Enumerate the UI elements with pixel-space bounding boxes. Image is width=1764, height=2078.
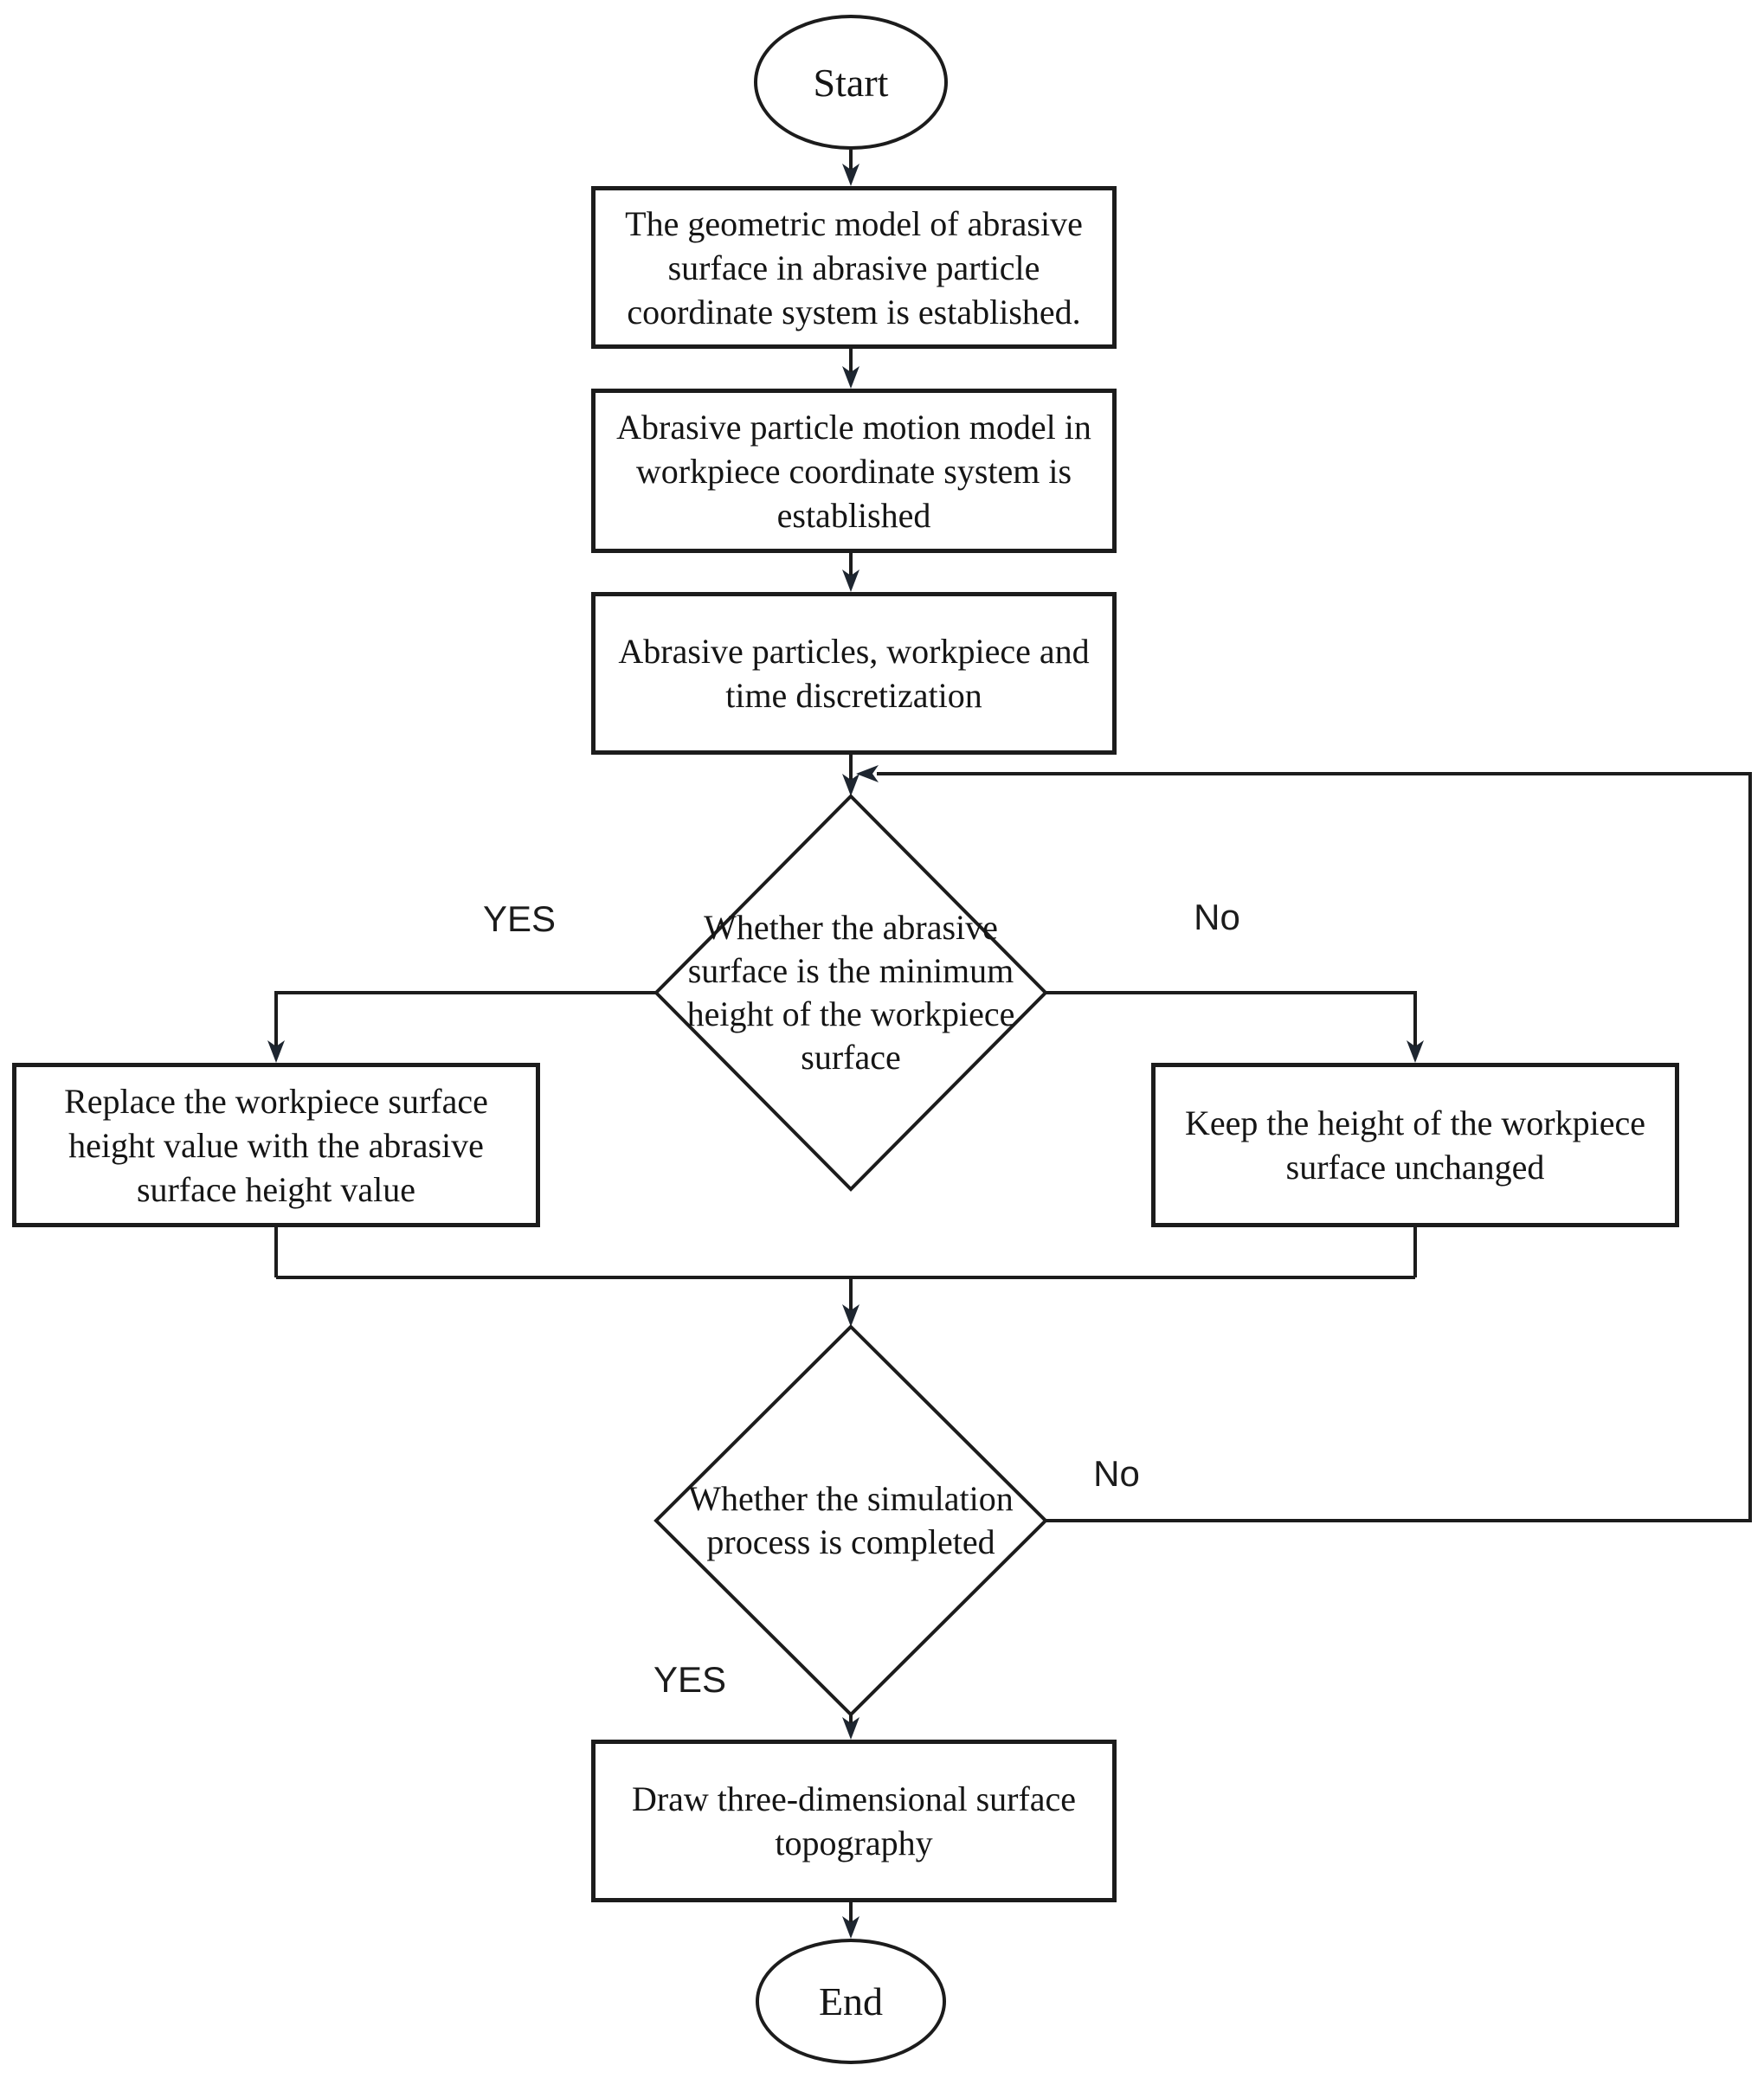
end-terminator: End <box>756 1939 946 2064</box>
connector-decision1-yes <box>274 991 656 1046</box>
process-keep-height-text: Keep the height of the workpiece surface… <box>1184 1103 1645 1187</box>
connector-decision1-no <box>1046 991 1417 1046</box>
end-label: End <box>818 1979 884 2023</box>
process-geometric-model: The geometric model of abrasive surface … <box>591 186 1117 349</box>
process-draw-topography: Draw three-dimensional surface topograph… <box>591 1740 1117 1902</box>
arrowhead-into-end <box>842 1916 859 1939</box>
process-motion-model-text: Abrasive particle motion model in workpi… <box>616 407 1091 535</box>
decision1-yes-label: YES <box>482 898 557 939</box>
start-terminator: Start <box>754 15 948 150</box>
arrowhead-into-keep <box>1407 1040 1424 1063</box>
process-discretization-text: Abrasive particles, workpiece and time d… <box>618 632 1090 715</box>
process-replace-height: Replace the workpiece surface height val… <box>12 1063 540 1227</box>
arrowhead-into-decision2 <box>842 1304 859 1327</box>
arrowhead-into-geometric <box>842 164 859 186</box>
arrowhead-into-replace <box>267 1040 285 1063</box>
process-keep-height: Keep the height of the workpiece surface… <box>1151 1063 1679 1227</box>
arrowhead-into-draw <box>842 1717 859 1740</box>
decision2-yes-label: YES <box>653 1659 727 1700</box>
decision2-text: Whether the simulation process is comple… <box>688 1479 1014 1561</box>
arrowhead-into-motion <box>842 366 859 389</box>
decision1-no-label: No <box>1194 897 1240 937</box>
process-discretization: Abrasive particles, workpiece and time d… <box>591 592 1117 755</box>
start-label: Start <box>813 60 889 105</box>
decision2-no-label: No <box>1093 1453 1140 1494</box>
process-motion-model: Abrasive particle motion model in workpi… <box>591 389 1117 553</box>
connector-decision2-no-loop <box>877 772 1752 1522</box>
process-replace-height-text: Replace the workpiece surface height val… <box>64 1081 488 1209</box>
process-draw-topography-text: Draw three-dimensional surface topograph… <box>631 1779 1077 1862</box>
decision1-text: Whether the abrasive surface is the mini… <box>686 908 1015 1077</box>
arrowhead-loop-into-junction <box>856 765 879 782</box>
arrowhead-into-decision1 <box>842 774 859 796</box>
arrowhead-into-discretization <box>842 569 859 592</box>
decision1-diamond <box>653 794 1048 1192</box>
process-geometric-model-text: The geometric model of abrasive surface … <box>625 203 1083 331</box>
